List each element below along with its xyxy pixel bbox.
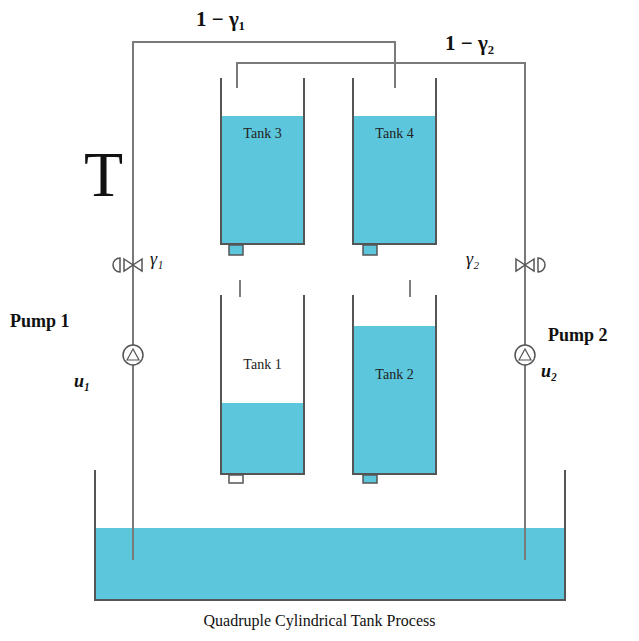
pump-symbol — [127, 349, 139, 360]
valve-actuator — [113, 258, 120, 272]
figure-caption: Quadruple Cylindrical Tank Process — [0, 612, 639, 630]
signal-label: 1 − γ₁ — [196, 8, 245, 31]
signal-label: Pump 2 — [548, 326, 608, 346]
valve-symbol — [124, 259, 142, 271]
tank-label: Tank 4 — [354, 126, 435, 142]
tank-outlet — [363, 245, 377, 255]
tank-label: Tank 1 — [222, 357, 303, 373]
tank-vessel: Tank 2 — [352, 295, 437, 475]
marker-letter: T — [84, 140, 123, 210]
tank-label: Tank 3 — [222, 126, 303, 142]
pump-symbol — [519, 349, 531, 360]
tank-vessel: Tank 1 — [220, 295, 305, 475]
signal-label: u₂ — [541, 362, 557, 382]
tank-label: Tank 2 — [354, 367, 435, 383]
signal-label: γ₂ — [466, 250, 479, 270]
signal-label: u₁ — [74, 372, 90, 392]
tank-vessel: Tank 3 — [220, 78, 305, 245]
tank-outlet — [363, 475, 377, 483]
water-level — [222, 403, 303, 473]
tank-outlet — [229, 475, 243, 483]
reservoir-water — [96, 528, 564, 599]
water-level — [354, 326, 435, 473]
pump-symbol — [515, 345, 535, 365]
signal-label: Pump 1 — [10, 312, 70, 332]
valve-actuator — [538, 258, 545, 272]
tank-outlet — [229, 245, 243, 255]
reservoir-outline — [95, 470, 565, 600]
pump-symbol — [123, 345, 143, 365]
valve-symbol — [516, 259, 534, 271]
signal-label: 1 − γ₂ — [445, 32, 494, 55]
signal-label: γ₁ — [150, 250, 163, 270]
tank-vessel: Tank 4 — [352, 78, 437, 245]
